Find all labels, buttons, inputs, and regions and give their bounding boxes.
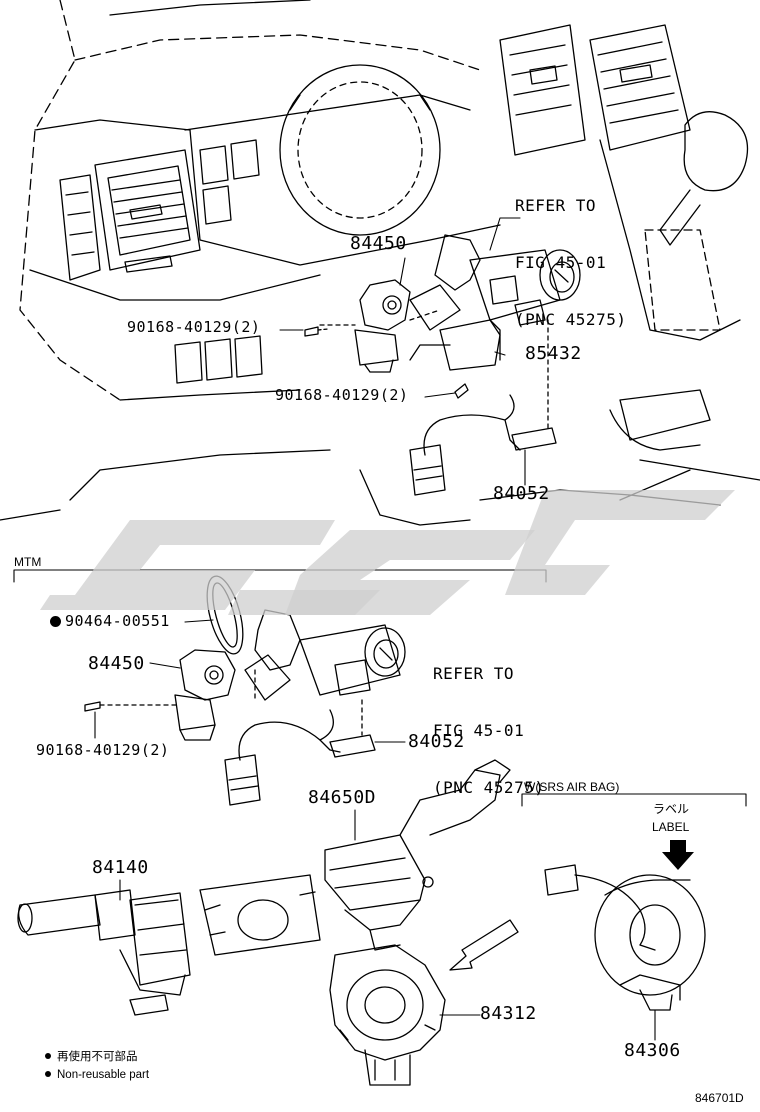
leader-lines-top — [279, 217, 526, 486]
label-pointer-arrow-icon — [662, 840, 694, 870]
part-84450-mid: 84450 — [88, 653, 145, 674]
leader-lines-bottom — [119, 809, 656, 1041]
mtm-label: MTM — [14, 555, 42, 569]
non-reusable-dot-icon — [50, 616, 61, 627]
legend-en-text: Non-reusable part — [57, 1069, 150, 1081]
refer-mid-line-2: FIG 45-01 — [433, 721, 525, 740]
label-jp: ラベル — [653, 802, 690, 816]
part-90464-number: 90464-00551 — [65, 612, 170, 630]
refer-mid-line-1: REFER TO — [433, 664, 515, 683]
part-85432: 85432 — [525, 343, 582, 364]
refer-line-1: REFER TO — [515, 196, 597, 215]
part-90168-b: 90168-40129(2) — [275, 386, 409, 404]
part-90464: 90464-00551 — [50, 612, 170, 631]
ignition-parts-top — [304, 234, 581, 496]
part-84052-mid: 84052 — [408, 731, 465, 752]
combination-switch-parts — [17, 759, 747, 1086]
part-90168-a: 90168-40129(2) — [127, 318, 261, 336]
refer-to-label-mid: REFER TO FIG 45-01 (PNC 45275) — [433, 626, 544, 816]
part-90168-c: 90168-40129(2) — [36, 741, 170, 759]
srs-airbag-label: W(SRS AIR BAG) — [524, 780, 620, 794]
refer-line-2: FIG 45-01 — [515, 253, 607, 272]
part-84312: 84312 — [480, 1003, 537, 1024]
leader-lines-mtm — [94, 619, 406, 743]
legend-dot-icon — [45, 1053, 51, 1059]
refer-line-3: (PNC 45275) — [515, 310, 627, 329]
legend-jp-text: 再使用不可部品 — [57, 1051, 138, 1063]
legend-dot-icon — [45, 1071, 51, 1077]
figure-id: 846701D — [695, 1091, 744, 1105]
legend-jp: 再使用不可部品 — [45, 1048, 138, 1067]
refer-to-label-top: REFER TO FIG 45-01 (PNC 45275) — [515, 158, 626, 348]
legend-en: Non-reusable part — [45, 1066, 149, 1085]
refer-mid-line-3: (PNC 45275) — [433, 778, 545, 797]
part-84306: 84306 — [624, 1040, 681, 1061]
watermark-logo — [40, 490, 735, 615]
part-84052-top: 84052 — [493, 483, 550, 504]
part-84450-top: 84450 — [350, 233, 407, 254]
part-84140: 84140 — [92, 857, 149, 878]
label-en: LABEL — [652, 820, 690, 834]
dashboard-drawing — [0, 0, 760, 526]
part-84650d: 84650D — [308, 787, 377, 808]
